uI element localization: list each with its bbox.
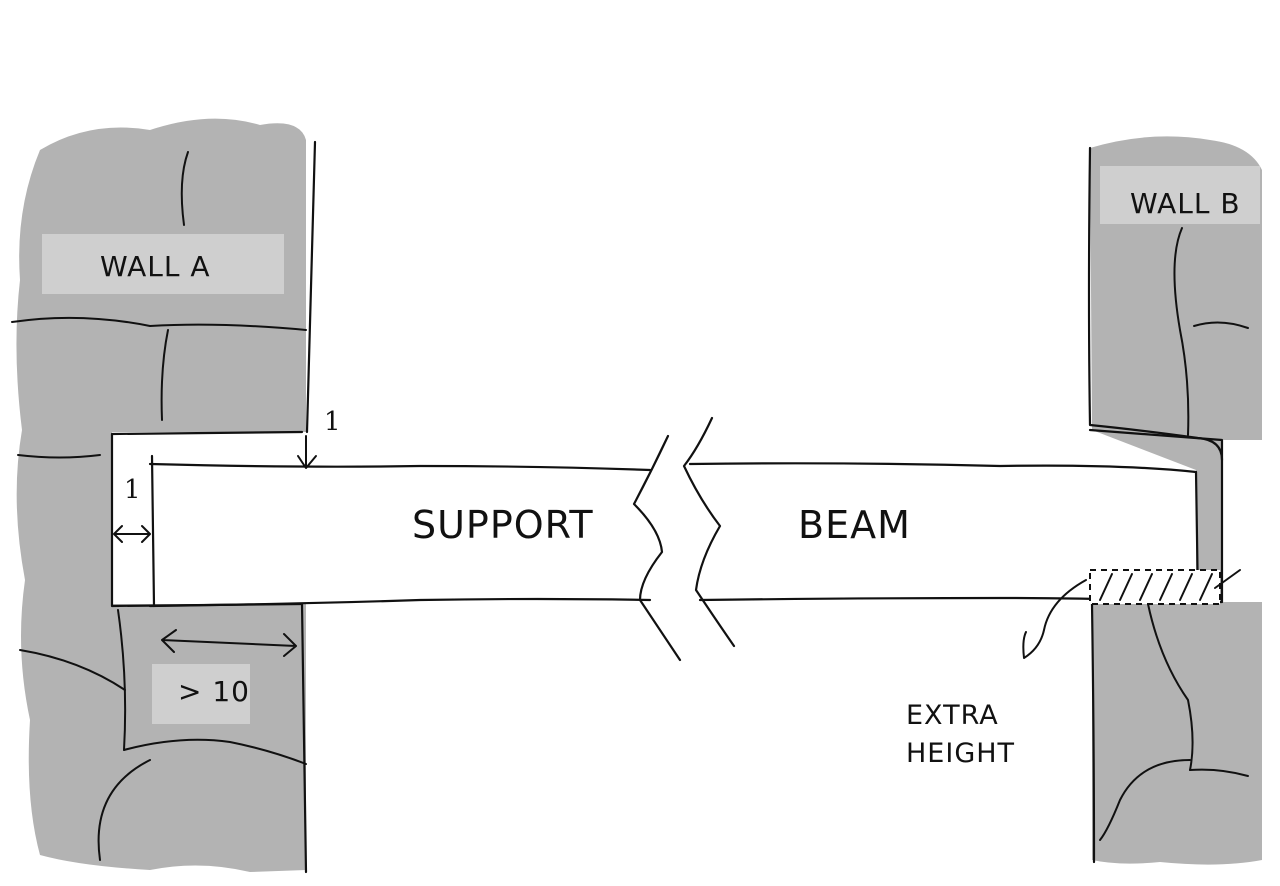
wall-b-label-box: WALL B — [1100, 166, 1260, 224]
label-gap-top: 1 — [324, 407, 341, 437]
beam-top-left — [148, 462, 652, 472]
label-gap-side: 1 — [124, 475, 141, 505]
beam-bottom-left — [148, 597, 652, 608]
label-wall-a: WALL A — [100, 250, 211, 283]
label-support: SUPPORT — [412, 503, 594, 547]
dimension-side-gap: 1 — [113, 475, 151, 543]
break-line-right — [682, 416, 736, 648]
wall-a-fill — [16, 118, 306, 873]
break-line-left — [632, 434, 682, 662]
double-arrow-icon — [113, 525, 151, 543]
dimension-overlap: > 10 — [152, 629, 297, 724]
wall-a-label-box: WALL A — [42, 234, 284, 294]
wall-b — [1087, 136, 1262, 865]
beam-top-right — [688, 462, 1198, 474]
label-extra: EXTRA — [906, 700, 999, 731]
wall-a — [11, 118, 317, 874]
pointer-curve — [1022, 579, 1087, 659]
down-arrow-icon — [297, 435, 317, 469]
wall-b-fill — [1090, 136, 1262, 865]
beam-outer-outline — [110, 430, 304, 608]
beam-left-end — [150, 454, 156, 608]
label-beam: BEAM — [798, 503, 911, 547]
extra-height-note: EXTRA HEIGHT — [906, 579, 1087, 769]
double-arrow-icon — [161, 629, 297, 657]
label-overlap: > 10 — [178, 675, 250, 708]
label-height: HEIGHT — [906, 738, 1015, 769]
extra-height-block — [1089, 569, 1241, 605]
dimension-top-gap: 1 — [297, 407, 341, 469]
support-beam: SUPPORT BEAM — [110, 416, 1241, 662]
label-wall-b: WALL B — [1130, 187, 1241, 220]
